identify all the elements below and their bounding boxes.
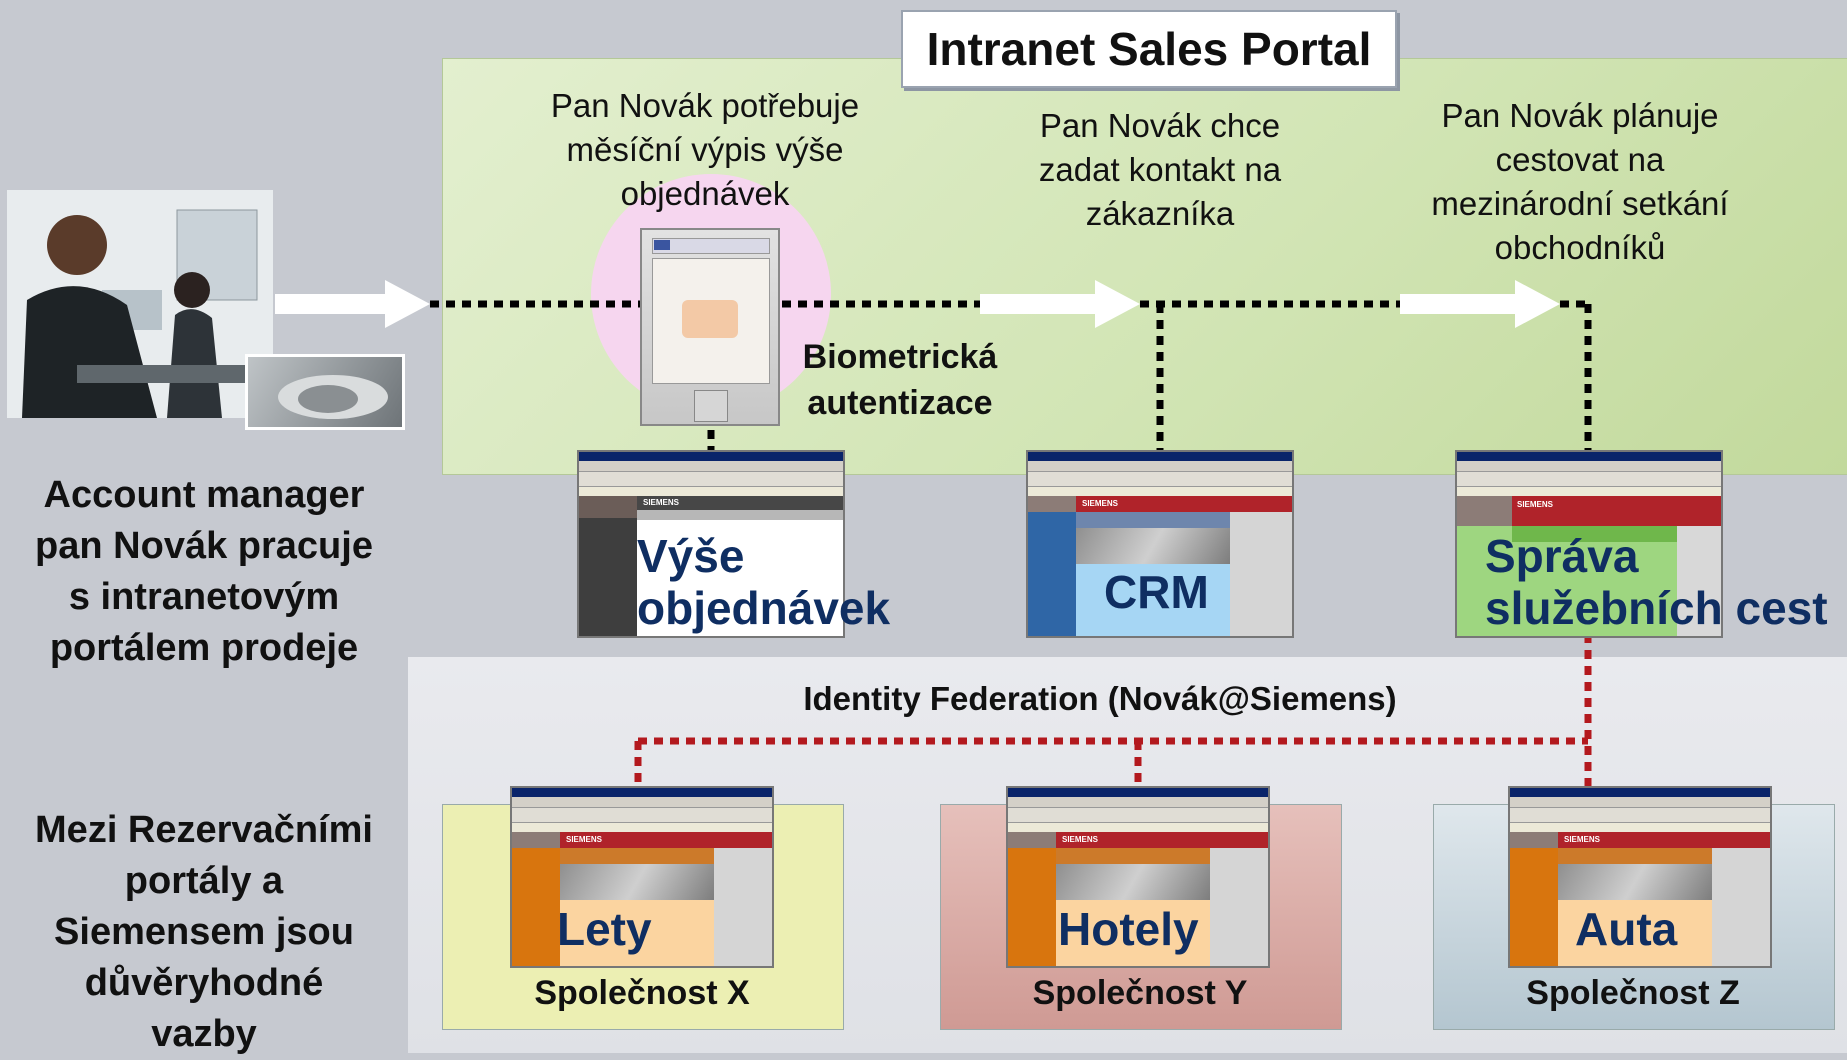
browser-window-hotels: SIEMENS	[1006, 786, 1270, 968]
left-intro-line: Account manager	[43, 474, 365, 516]
browser-window-travel: SIEMENS	[1455, 450, 1723, 638]
biometric-kiosk	[640, 228, 780, 426]
story-line: obchodníků	[1494, 229, 1666, 266]
label-flights: Lety	[557, 903, 652, 955]
left-intro-text: Account manager pan Novák pracuje s intr…	[0, 470, 408, 674]
label-travel: Správa služebních cest	[1485, 530, 1828, 634]
brand-text: SIEMENS	[1082, 499, 1119, 508]
story-line: zákazníka	[1085, 195, 1235, 232]
story-line: měsíční výpis výše	[566, 131, 844, 168]
identity-federation-label: Identity Federation (Novák@Siemens)	[803, 680, 1397, 717]
left-trust-line: portály a	[124, 860, 284, 902]
label-line: služebních cest	[1485, 582, 1828, 634]
story-step-3: Pan Novák plánuje cestovat na mezinárodn…	[1380, 94, 1780, 270]
company-y-label: Společnost Y	[1032, 974, 1248, 1012]
label-line: Správa	[1485, 530, 1639, 582]
left-intro-line: s intranetovým	[68, 576, 340, 618]
left-trust-text: Mezi Rezervačními portály a Siemensem js…	[0, 805, 408, 1060]
biometric-line: autentizace	[807, 384, 993, 422]
browser-window-cars: SIEMENS	[1508, 786, 1772, 968]
story-line: objednávek	[620, 175, 790, 212]
story-line: zadat kontakt na	[1038, 151, 1282, 188]
company-z-label: Společnost Z	[1526, 974, 1740, 1012]
label-cars: Auta	[1575, 903, 1678, 955]
left-trust-line: Mezi Rezervačními	[35, 809, 373, 851]
left-trust-line: vazby	[151, 1013, 257, 1055]
browser-window-crm: SIEMENS	[1026, 450, 1294, 638]
company-x-label: Společnost X	[534, 974, 750, 1012]
label-orders: Výše objednávek	[637, 530, 890, 634]
story-step-2: Pan Novák chce zadat kontakt na zákazník…	[960, 104, 1360, 236]
flow-arrow-1	[275, 280, 430, 328]
browser-window-flights: SIEMENS	[510, 786, 774, 968]
label-line: Výše	[637, 530, 745, 582]
mouse-hand-photo	[245, 354, 405, 430]
label-crm: CRM	[1104, 566, 1209, 618]
brand-text: SIEMENS	[1062, 835, 1099, 844]
brand-text: SIEMENS	[566, 835, 603, 844]
label-line: CRM	[1104, 566, 1209, 618]
browser-window-orders: SIEMENS	[577, 450, 845, 638]
left-trust-line: Siemensem jsou	[54, 911, 354, 953]
flow-arrow-3	[1400, 280, 1560, 328]
label-line: objednávek	[637, 582, 891, 634]
story-line: Pan Novák plánuje	[1441, 97, 1719, 134]
left-intro-line: portálem prodeje	[49, 627, 359, 669]
brand-text: SIEMENS	[1517, 500, 1554, 509]
biometric-line: Biometrická	[802, 338, 998, 376]
story-line: Pan Novák chce	[1039, 107, 1281, 144]
account-manager-photo	[7, 190, 273, 418]
portal-title: Intranet Sales Portal	[901, 10, 1397, 88]
biometric-label: Biometrická autentizace	[770, 334, 1030, 426]
brand-text: SIEMENS	[643, 498, 680, 507]
brand-text: SIEMENS	[1564, 835, 1601, 844]
story-line: mezinárodní setkání	[1431, 185, 1729, 222]
story-step-1: Pan Novák potřebuje měsíční výpis výše o…	[505, 84, 905, 216]
story-line: cestovat na	[1495, 141, 1665, 178]
left-intro-line: pan Novák pracuje	[35, 525, 373, 567]
left-trust-line: důvěryhodné	[84, 962, 324, 1004]
story-line: Pan Novák potřebuje	[550, 87, 860, 124]
flow-arrow-2	[980, 280, 1140, 328]
label-hotels: Hotely	[1058, 903, 1199, 955]
